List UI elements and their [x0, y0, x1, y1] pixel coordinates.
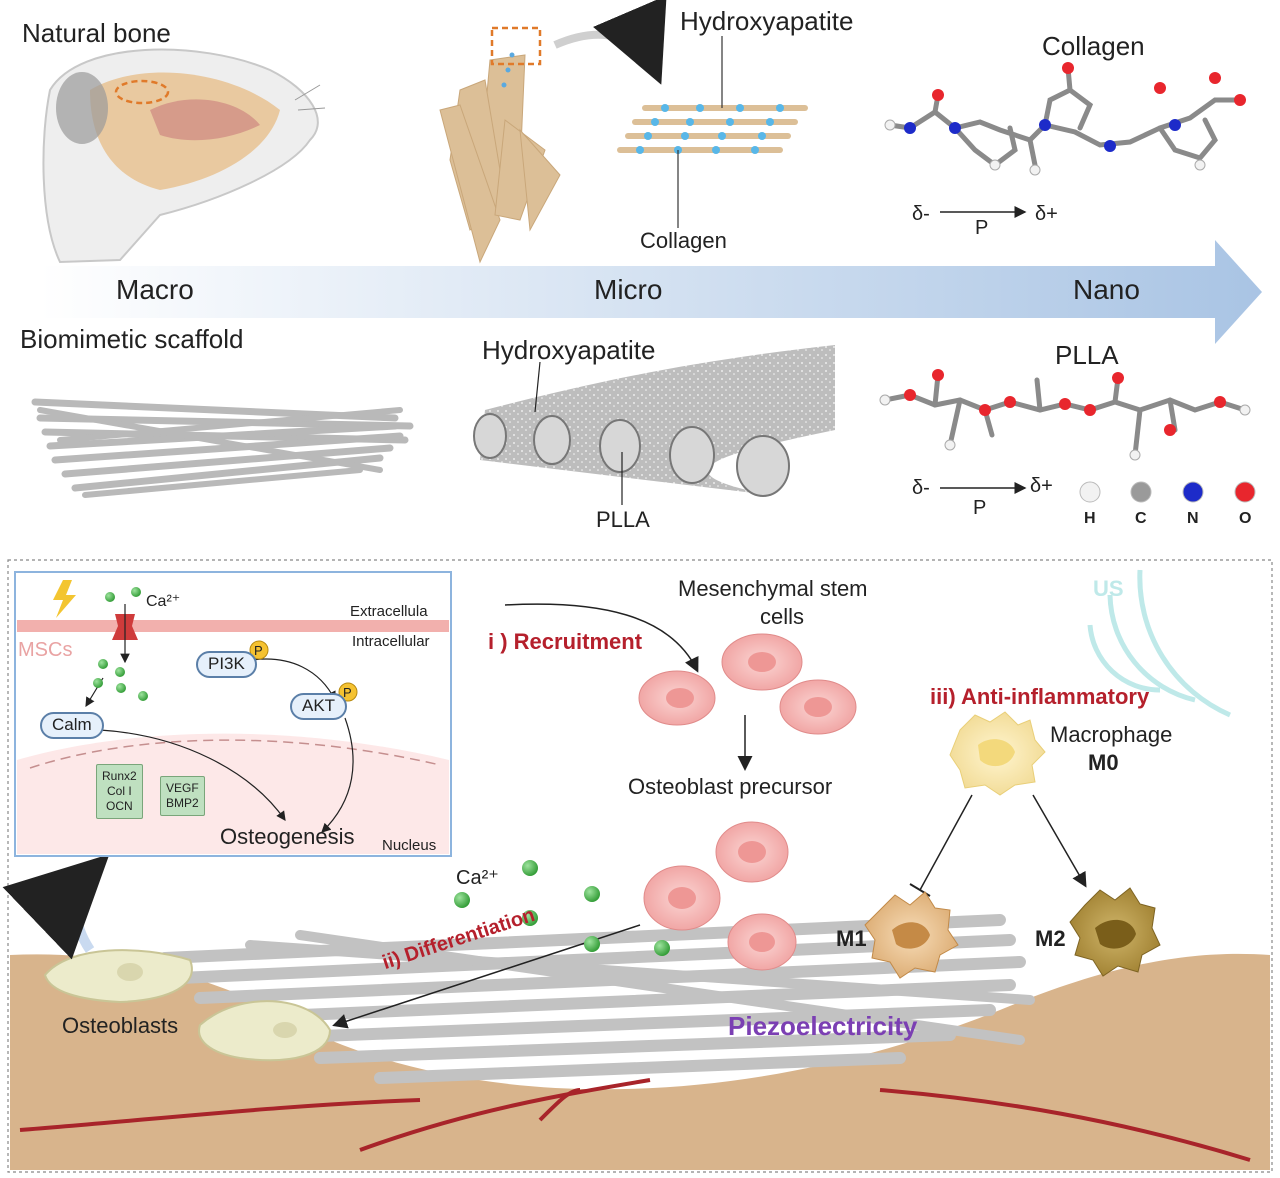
nucleus-label: Nucleus: [382, 837, 437, 854]
atom-label-h: H: [1084, 510, 1096, 527]
osteoblast-precursor-label: Osteoblast precursor: [628, 774, 833, 799]
ca-label: Ca²⁺: [456, 867, 499, 889]
atom-label-o: O: [1239, 510, 1252, 527]
inset-ca-ions: [93, 587, 148, 701]
calm-node: Calm: [40, 712, 104, 739]
bone-tissue: [10, 953, 1270, 1170]
dipole-delta-plus-bottom: δ+: [1030, 475, 1053, 497]
inhibition-line: [919, 794, 973, 891]
pi3k-node: PI3K: [196, 651, 257, 678]
scaffold-implant: [159, 914, 1035, 1084]
extracellular-label: Extracellula: [350, 603, 428, 620]
cell-membrane: [17, 620, 449, 632]
macro-label: Macro: [116, 274, 194, 305]
plla-molecule: [879, 369, 1251, 494]
atom-ball-c: [1130, 481, 1152, 503]
natural-bone-label: Natural bone: [22, 18, 171, 48]
inset-ca-label: Ca²⁺: [146, 593, 181, 610]
macrophage-m1: [864, 891, 959, 979]
collagen-label-nano: Collagen: [1042, 31, 1145, 61]
atom-label-n: N: [1187, 510, 1199, 527]
ca-ions: [454, 860, 670, 956]
bone-fibril-bundle: [439, 26, 561, 264]
m1-label: M1: [836, 926, 867, 951]
macrophage-label: Macrophage: [1050, 722, 1173, 747]
scaffold-fibers: [31, 398, 414, 498]
pi3k-phospho-label: P: [254, 643, 263, 658]
m2-arrow: [1032, 794, 1087, 888]
nano-label: Nano: [1073, 274, 1140, 305]
m2-label: M2: [1035, 926, 1066, 951]
scaffold-fiber-cross-section: [473, 345, 835, 505]
plla-label-micro: PLLA: [596, 507, 650, 532]
atom-label-c: C: [1135, 510, 1147, 527]
anti-inflammatory-label: iii) Anti-inflammatory: [930, 684, 1150, 709]
zoom-in-arrow: [2, 854, 110, 960]
recruitment-label: i ) Recruitment: [488, 629, 643, 654]
blood-vessels: [19, 1078, 1251, 1162]
dipole-p-bottom: P: [973, 497, 987, 519]
hydroxyapatite-label-top: Hydroxyapatite: [680, 6, 854, 36]
macrophage-m0: [949, 711, 1046, 796]
recruitment-arrow: [504, 603, 699, 673]
atom-ball-h: [1079, 481, 1101, 503]
collagen-molecule: [884, 62, 1246, 218]
dipole-delta-minus-bottom: δ-: [912, 477, 930, 499]
macrophage-m2: [1069, 887, 1161, 977]
lightning-icon: [53, 580, 76, 618]
osteoblast-cells: [43, 949, 332, 1062]
intracellular-label: Intracellular: [352, 633, 430, 650]
akt-phospho-label: P: [343, 685, 352, 700]
rat-skull-illustration: [42, 48, 326, 264]
msc-cells: [638, 633, 857, 735]
atom-ball-o: [1234, 481, 1256, 503]
dipole-p-top: P: [975, 217, 989, 239]
dipole-delta-minus-top: δ-: [912, 203, 930, 225]
osteoblast-precursor-cells: [643, 821, 797, 971]
nucleus-region: [17, 733, 449, 854]
scale-arrow: [40, 240, 1262, 344]
us-label: US: [1093, 576, 1124, 601]
collagen-label-micro: Collagen: [640, 228, 727, 253]
micro-label: Micro: [594, 274, 663, 305]
zoom-arrow: [553, 0, 667, 85]
hydroxyapatite-label-scaffold: Hydroxyapatite: [482, 335, 656, 365]
osteoblasts-label: Osteoblasts: [62, 1013, 179, 1038]
piezoelectricity-label: Piezoelectricity: [728, 1011, 918, 1041]
plla-label-nano: PLLA: [1055, 340, 1119, 370]
osteogenesis-label: Osteogenesis: [220, 824, 355, 849]
atom-ball-n: [1182, 481, 1204, 503]
ultrasound-waves: [1087, 569, 1231, 718]
dipole-delta-plus-top: δ+: [1035, 203, 1058, 225]
atom-legend: [1079, 481, 1256, 503]
msc-label-line1: Mesenchymal stem: [678, 576, 868, 601]
akt-node: AKT: [290, 693, 348, 720]
m0-label: M0: [1088, 750, 1119, 775]
msc-label-line2: cells: [760, 604, 805, 629]
biomimetic-scaffold-label: Biomimetic scaffold: [20, 324, 244, 354]
collagen-hydroxyapatite-layers: [617, 36, 808, 228]
mscs-label: MSCs: [18, 639, 73, 661]
